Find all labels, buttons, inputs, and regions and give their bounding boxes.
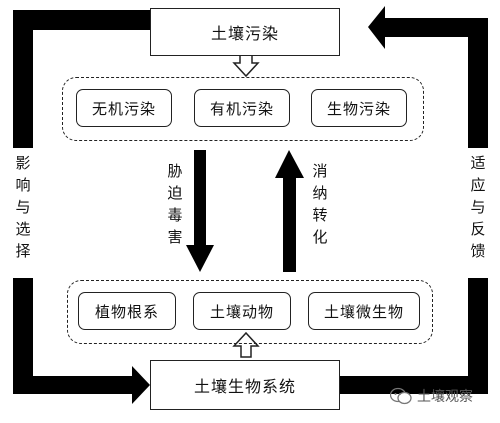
left-feedback-arrow — [13, 10, 150, 148]
soil-microbes-label: 土壤微生物 — [323, 302, 404, 321]
down-arrow-label: 胁迫毒害 — [167, 162, 183, 246]
pollution-types-group — [62, 77, 424, 141]
organic-pollution-box: 有机污染 — [194, 89, 290, 127]
inorganic-pollution-box: 无机污染 — [76, 89, 172, 127]
soil-animals-label: 土壤动物 — [209, 302, 274, 321]
inorganic-pollution-label: 无机污染 — [91, 99, 156, 118]
soil-biological-system-label: 土壤生物系统 — [193, 377, 296, 396]
soil-animals-box: 土壤动物 — [193, 292, 291, 330]
up-arrow — [275, 150, 304, 272]
soil-pollution-label: 土壤污染 — [210, 24, 279, 43]
watermark: 土壤观察 — [389, 386, 473, 406]
right-feedback-arrow — [368, 6, 488, 148]
right-side-label: 适应与反馈 — [470, 154, 486, 260]
soil-microbes-box: 土壤微生物 — [308, 292, 420, 330]
wechat-icon — [389, 387, 412, 405]
left-feedback-arrow-lower — [13, 278, 150, 404]
soil-biological-system-box: 土壤生物系统 — [150, 360, 340, 410]
left-side-label: 影响与选择 — [15, 154, 31, 260]
watermark-text: 土壤观察 — [417, 389, 473, 405]
hollow-arrow-top — [232, 54, 260, 78]
up-arrow-label: 消纳转化 — [312, 162, 328, 246]
organic-pollution-label: 有机污染 — [209, 99, 274, 118]
plant-roots-box: 植物根系 — [78, 292, 176, 330]
right-feedback-arrow-lower — [340, 278, 488, 394]
soil-components-group — [67, 280, 433, 344]
biological-pollution-label: 生物污染 — [326, 99, 391, 118]
biological-pollution-box: 生物污染 — [311, 89, 407, 127]
soil-pollution-box: 土壤污染 — [150, 8, 340, 56]
plant-roots-label: 植物根系 — [94, 302, 159, 321]
down-arrow — [186, 150, 214, 272]
